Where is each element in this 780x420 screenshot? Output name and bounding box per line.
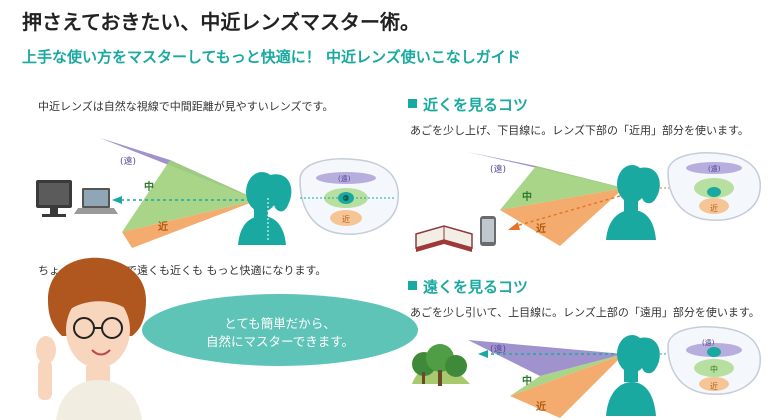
near-lens-far-label: (遠) — [708, 164, 721, 173]
book-icon — [415, 225, 473, 252]
lens-near-label: 近 — [342, 214, 350, 224]
near-gaze-line — [515, 195, 621, 227]
near-section-heading: 近くを見るコツ — [408, 94, 528, 115]
laptop-screen — [84, 190, 108, 206]
ok-hand-icon — [36, 336, 56, 364]
woman-arm — [38, 360, 52, 400]
page-subtitle: 上手な使い方をマスターしてもっと快適に！ 中近レンズ使いこなしガイド — [22, 48, 521, 66]
near-viewing-diagram: (遠) 中 近 (遠) 近 — [415, 152, 761, 252]
near-eye-icon — [707, 187, 721, 197]
far-mid-label: 中 — [522, 374, 532, 387]
near-heading-label: 近くを見るコツ — [423, 96, 529, 114]
far-lens-mid-area — [694, 359, 734, 377]
woman-neck — [86, 366, 110, 382]
monitor-base — [42, 214, 66, 217]
woman-smile — [91, 349, 111, 356]
far-lens-mid-label: 中 — [710, 364, 718, 374]
mid-zone-wedge — [122, 160, 258, 232]
bubble-line-1: とても簡単だから、 — [224, 316, 336, 331]
mid-zone-label: 中 — [144, 180, 154, 193]
speech-bubble — [142, 294, 418, 366]
near-mid-label: 中 — [522, 190, 532, 203]
page-title: 押さえておきたい、中近レンズマスター術。 — [22, 10, 420, 34]
bullet-square-icon — [408, 281, 417, 290]
far-person-silhouette-icon — [606, 335, 660, 416]
far-section-desc: あごを少し引いて、上目線に。レンズ上部の「遠用」部分を使います。 — [410, 306, 760, 319]
lens-far-area — [316, 172, 376, 184]
bubble-text: とても簡単だから、 自然にマスターできます。 — [200, 315, 360, 351]
far-viewing-diagram: (遠) 中 近 (遠) 中 近 — [412, 326, 761, 418]
near-section-desc: あごを少し上げ、下目線に。レンズ下部の「近用」部分を使います。 — [410, 124, 749, 137]
woman-illustration — [36, 257, 146, 420]
monitor-stand — [50, 208, 58, 214]
near-gaze-arrow-icon — [508, 222, 520, 230]
far-zone-label: (遠) — [120, 155, 136, 167]
far-lens-diagram: (遠) 中 近 — [667, 326, 761, 395]
smartphone-screen — [482, 219, 494, 242]
far-near-label: 近 — [536, 400, 546, 413]
near-near-label: 近 — [536, 222, 546, 235]
far-lens-far-label: (遠) — [702, 338, 715, 347]
bullet-square-icon — [408, 99, 417, 108]
far-far-label: (遠) — [490, 343, 506, 355]
near-zone-wedge — [122, 200, 258, 248]
laptop-base — [74, 208, 118, 214]
near-lens-diagram: (遠) 近 — [667, 152, 761, 221]
near-mid-zone-wedge — [500, 166, 624, 210]
trees-icon — [412, 344, 470, 386]
woman-face — [66, 292, 130, 368]
near-lens-near-label: 近 — [710, 203, 718, 213]
far-far-zone-wedge — [468, 340, 624, 376]
lens-near-area — [330, 210, 362, 226]
near-lens-far-area — [686, 162, 742, 174]
near-near-zone-wedge — [500, 188, 624, 246]
bubble-line-2: 自然にマスターできます。 — [205, 334, 354, 349]
lens-diagram: (遠) 近 — [299, 158, 399, 235]
far-gaze-arrow-icon — [478, 350, 488, 358]
main-viewing-diagram: (遠) 中 近 (遠) 近 — [36, 138, 399, 248]
far-heading-label: 遠くを見るコツ — [423, 278, 529, 296]
monitor-screen — [39, 183, 69, 205]
woman-shirt — [56, 380, 142, 420]
lens-far-label: (遠) — [338, 174, 351, 183]
near-zone-label: 近 — [158, 220, 168, 233]
far-section-heading: 遠くを見るコツ — [408, 276, 528, 297]
near-far-label: (遠) — [490, 163, 506, 175]
intro-text: 中近レンズは自然な視線で中間距離が見やすいレンズです。 — [38, 100, 334, 113]
near-person-silhouette-icon — [606, 165, 660, 240]
person-silhouette-icon — [238, 172, 292, 245]
gaze-arrow-icon — [112, 196, 122, 204]
far-lens-near-label: 近 — [710, 381, 718, 391]
far-near-zone-wedge — [510, 354, 624, 418]
near-lens-near-area — [699, 198, 729, 214]
far-lens-near-area — [699, 377, 729, 391]
far-eye-icon — [707, 347, 721, 357]
woman-bangs — [66, 288, 128, 312]
